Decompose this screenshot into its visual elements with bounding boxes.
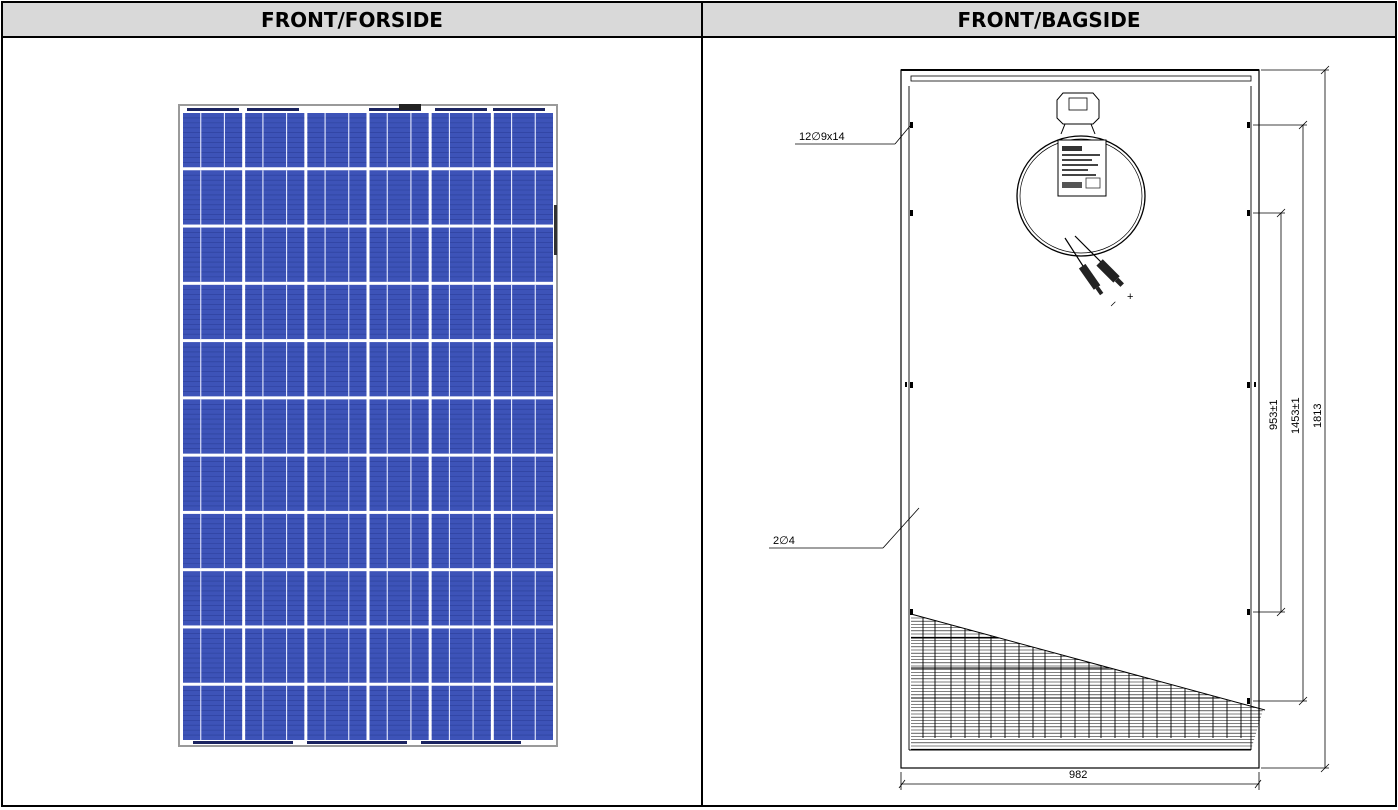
cable-loop xyxy=(1016,135,1146,257)
back-view-cell: – + xyxy=(701,36,1397,807)
solar-cell xyxy=(431,227,491,282)
solar-cell xyxy=(431,456,491,511)
solar-cell xyxy=(369,456,429,511)
solar-cell xyxy=(431,571,491,626)
solar-cell xyxy=(493,456,553,511)
solar-cell xyxy=(493,685,553,740)
solar-cell xyxy=(493,284,553,340)
solar-cell xyxy=(493,628,553,683)
ground-hole-callout: 2∅4 xyxy=(773,535,795,547)
solar-cell xyxy=(369,113,429,168)
solar-cell xyxy=(183,685,243,740)
outer-hole-dimension-line xyxy=(1253,120,1308,706)
solar-cell xyxy=(493,571,553,626)
back-view-header: FRONT/BAGSIDE xyxy=(701,1,1397,38)
solar-cell xyxy=(183,284,243,340)
solar-cell xyxy=(245,628,305,683)
solar-cell xyxy=(493,170,553,225)
solar-cell xyxy=(245,399,305,454)
cable-connectors xyxy=(1064,235,1124,296)
solar-cell xyxy=(431,628,491,683)
solar-cell xyxy=(369,513,429,569)
solar-cell xyxy=(183,456,243,511)
mounting-holes xyxy=(905,122,1256,704)
front-view-cell xyxy=(1,36,703,807)
width-dimension-line xyxy=(898,772,1262,790)
outer-hole-spacing: 1453±1 xyxy=(1290,397,1302,434)
solar-cell xyxy=(431,513,491,569)
solar-cell xyxy=(369,685,429,740)
solar-cell xyxy=(431,284,491,340)
solar-cell xyxy=(307,342,367,397)
polarity-plus-label: + xyxy=(1127,291,1133,303)
solar-cell xyxy=(431,113,491,168)
solar-cell xyxy=(307,170,367,225)
solar-cell xyxy=(307,113,367,168)
width-dimension: 982 xyxy=(1069,769,1087,781)
solar-cell xyxy=(245,284,305,340)
inner-hole-spacing: 953±1 xyxy=(1268,399,1280,430)
solar-cell xyxy=(183,513,243,569)
solar-cell xyxy=(431,399,491,454)
solar-cell xyxy=(183,342,243,397)
junction-box xyxy=(1056,92,1100,135)
rear-cell-section xyxy=(910,613,1266,750)
solar-cell xyxy=(369,342,429,397)
solar-panel-back-drawing: – + xyxy=(769,65,1330,790)
solar-cell xyxy=(369,284,429,340)
solar-cell xyxy=(493,113,553,168)
solar-cell xyxy=(307,685,367,740)
solar-cell xyxy=(245,456,305,511)
solar-cell xyxy=(183,571,243,626)
solar-cell xyxy=(369,628,429,683)
cable-loop-inner xyxy=(1019,138,1143,254)
front-view-header: FRONT/FORSIDE xyxy=(1,1,703,38)
inner-hole-dimension-line xyxy=(1253,208,1286,617)
solar-cell xyxy=(245,170,305,225)
solar-cell xyxy=(493,399,553,454)
solar-cell xyxy=(493,227,553,282)
solar-cell xyxy=(369,571,429,626)
solar-cell xyxy=(493,513,553,569)
overall-height-dimension-line xyxy=(1261,65,1330,773)
solar-cell xyxy=(183,170,243,225)
overall-height: 1813 xyxy=(1312,404,1324,428)
solar-cell xyxy=(183,628,243,683)
solar-cell xyxy=(245,513,305,569)
solar-cell xyxy=(245,342,305,397)
solar-cell xyxy=(369,227,429,282)
solar-cell xyxy=(183,399,243,454)
solar-cell xyxy=(493,342,553,397)
solar-cell xyxy=(245,685,305,740)
solar-cell xyxy=(431,685,491,740)
solar-cell xyxy=(245,227,305,282)
solar-cell xyxy=(431,342,491,397)
frame-top-lip xyxy=(910,75,1252,82)
solar-cell xyxy=(369,399,429,454)
solar-cell xyxy=(183,113,243,168)
solar-cell xyxy=(307,513,367,569)
solar-cell xyxy=(183,227,243,282)
solar-cell xyxy=(431,170,491,225)
solar-cell xyxy=(245,571,305,626)
solar-cell xyxy=(369,170,429,225)
solar-cell xyxy=(307,399,367,454)
product-label xyxy=(1057,139,1107,197)
solar-panel-front-image xyxy=(178,104,558,747)
solar-cell xyxy=(307,284,367,340)
solar-cell xyxy=(307,456,367,511)
solar-cell xyxy=(307,571,367,626)
solar-cell xyxy=(245,113,305,168)
solar-cell xyxy=(307,628,367,683)
polarity-minus-label: – xyxy=(1107,297,1120,310)
mounting-slot-callout: 12∅9x14 xyxy=(799,131,845,143)
solar-cell xyxy=(307,227,367,282)
